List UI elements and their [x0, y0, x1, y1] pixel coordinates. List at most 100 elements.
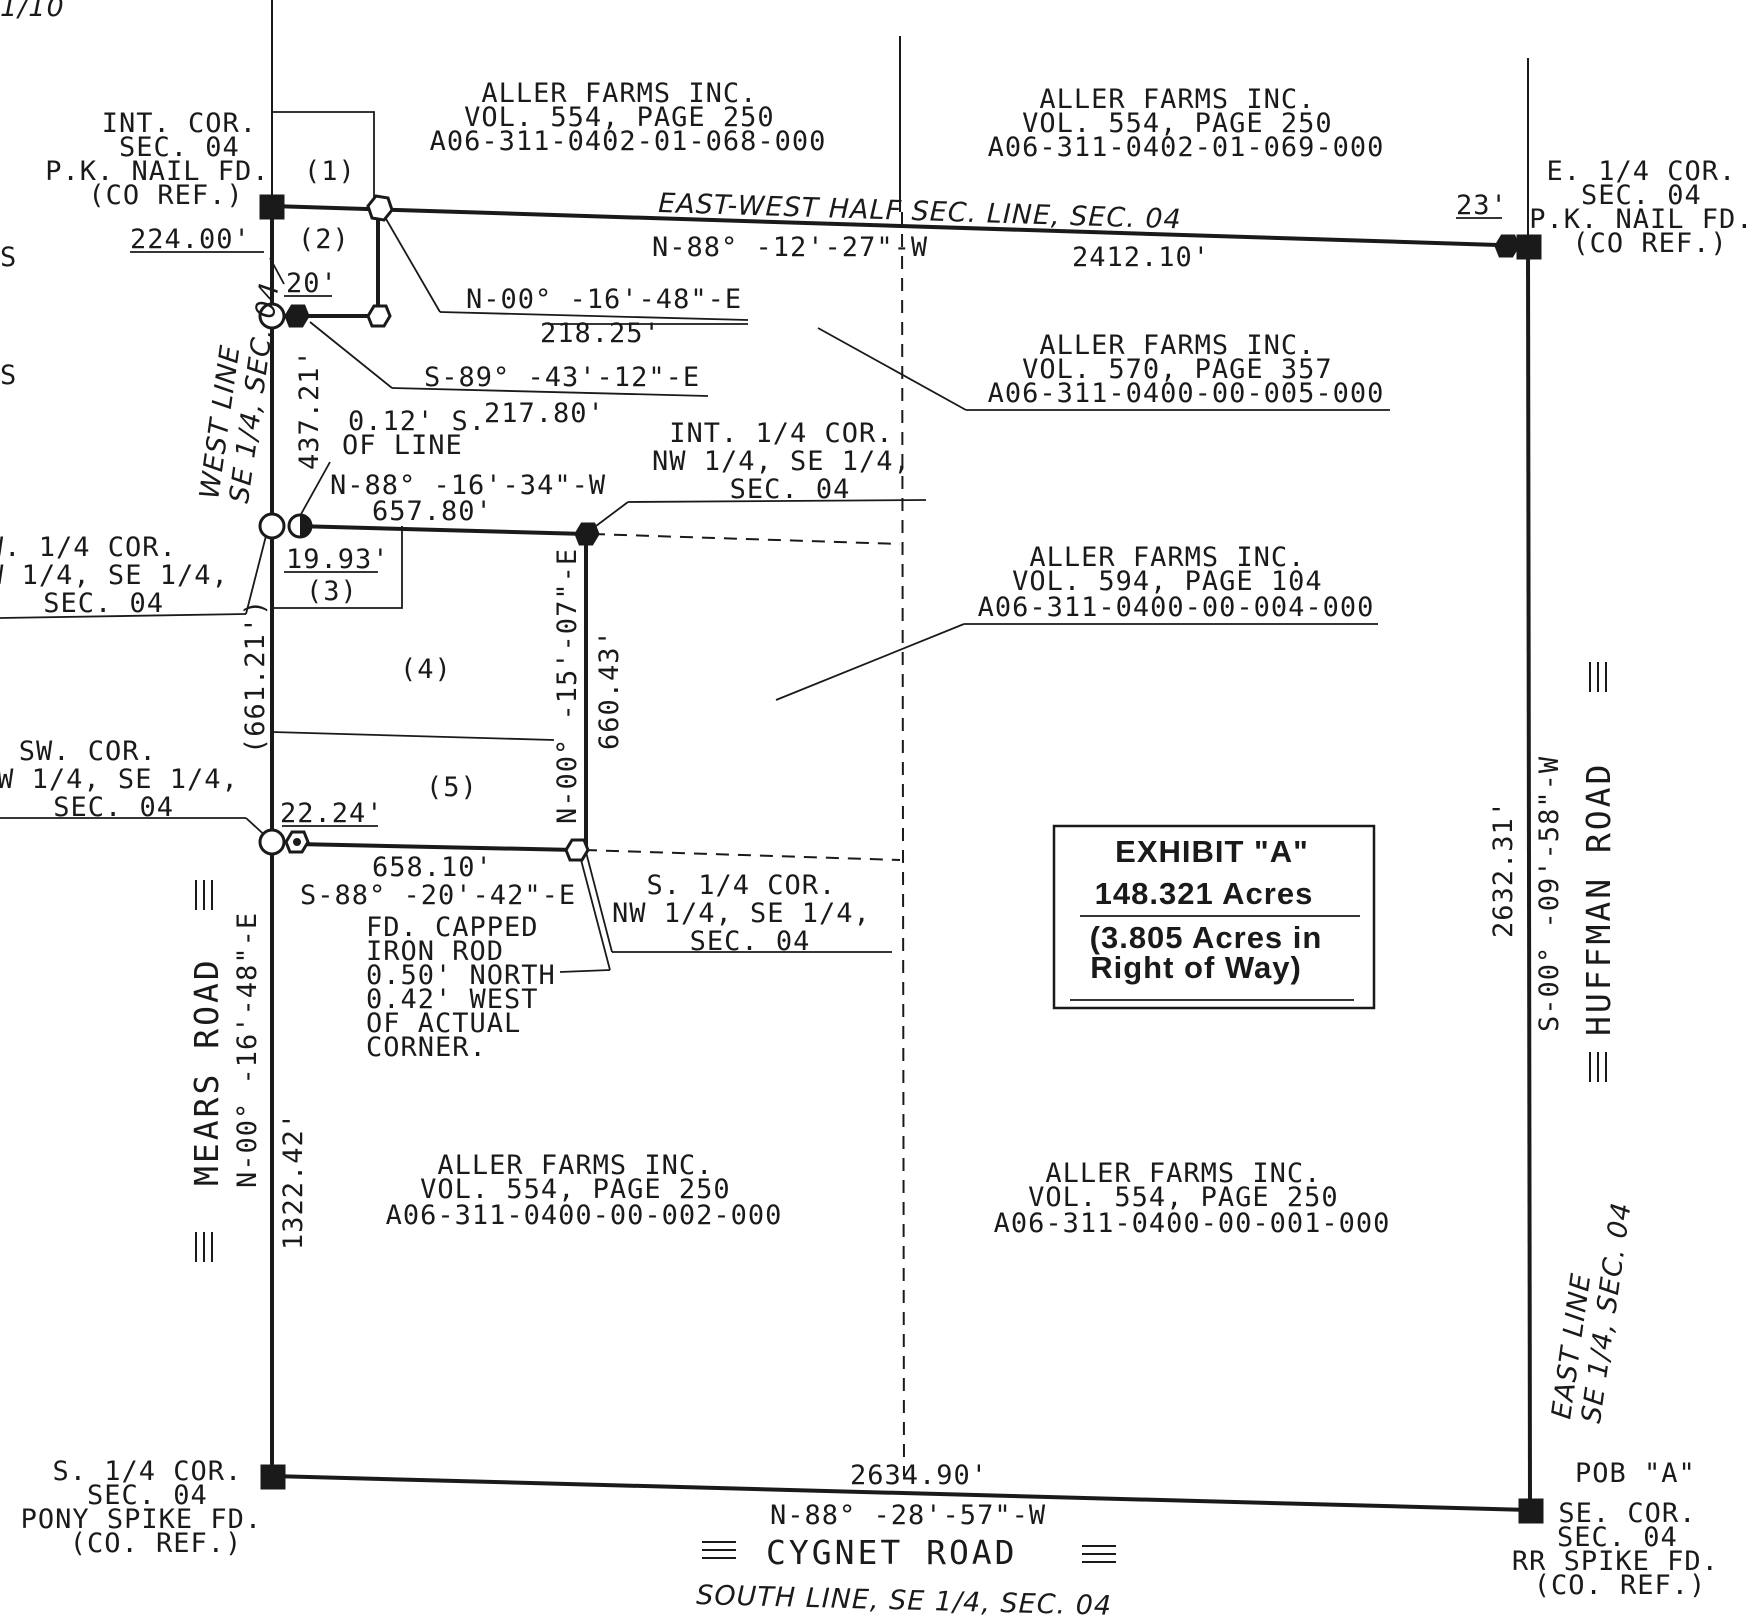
measurements: EAST-WEST HALF SEC. LINE, SEC. 04 N-88° … — [130, 188, 1565, 1531]
exhibit-box: EXHIBIT "A" 148.321 Acres (3.805 Acres i… — [1052, 824, 1376, 1010]
leader — [439, 311, 749, 321]
west-distance: 1322.42' — [278, 1112, 309, 1250]
dist-660-43: 660.43' — [594, 629, 625, 750]
tract-4: (4) — [400, 654, 452, 685]
hex-monument — [366, 304, 392, 328]
tract-numbers: (1) (2) (3) (4) (5) — [298, 156, 478, 803]
east-boundary — [1526, 245, 1532, 1511]
north-boundary — [271, 204, 1531, 248]
leader — [299, 461, 331, 517]
dist-22-24: 22.24' — [280, 798, 384, 829]
dist-224: 224.00' — [130, 224, 251, 255]
e-quarter-cor-label: E. 1/4 COR. SEC. 04 P.K. NAIL FD. (CO RE… — [1529, 156, 1748, 259]
exhibit-row-line1: (3.805 Acres in — [1090, 920, 1323, 955]
corner-labels: INT. COR. SEC. 04 P.K. NAIL FD. (CO REF.… — [0, 108, 1748, 1601]
parcel-068: ALLER FARMS INC. VOL. 554, PAGE 250 A06-… — [430, 78, 827, 157]
open-circle-monument — [258, 828, 286, 856]
leader — [381, 211, 441, 313]
w-quarter-cor-label: W. 1/4 COR. NW 1/4, SE 1/4, SEC. 04 — [0, 532, 246, 619]
tract1-outline — [272, 111, 375, 208]
road-labels: MEARS ROAD HUFFMAN ROAD CYGNET ROAD — [187, 662, 1618, 1572]
hex-monument — [366, 194, 394, 222]
hex-monument — [284, 304, 310, 328]
dist-658-10: 658.10' — [372, 852, 493, 883]
south-bearing: N-88° -28'-57"-W — [770, 1500, 1046, 1531]
svg-text:S: S — [0, 242, 17, 273]
sw-cor-label: SW. COR. NW 1/4, SE 1/4, SEC. 04 — [0, 736, 256, 823]
se-cor-label: POB "A" SE. COR. SEC. 04 RR SPIKE FD. (C… — [1512, 1458, 1736, 1601]
hex-monument — [574, 522, 600, 546]
exhibit-acres: 148.321 Acres — [1095, 876, 1314, 911]
tract-1: (1) — [304, 156, 356, 187]
s-quarter-dashed-line — [583, 849, 901, 861]
square-monument — [259, 194, 285, 220]
parcel-labels: ALLER FARMS INC. VOL. 554, PAGE 250 A06-… — [386, 78, 1391, 1239]
dist-657-80: 657.80' — [372, 496, 493, 527]
leader — [775, 623, 965, 701]
int-cor-label: INT. COR. SEC. 04 P.K. NAIL FD. (CO REF.… — [45, 108, 287, 211]
bearing-s89: S-89° -43'-12"-E — [424, 362, 700, 393]
svg-text:1/10: 1/10 — [0, 0, 65, 23]
dist-218-25: 218.25' — [540, 318, 661, 349]
south-distance: 2634.90' — [850, 1460, 988, 1491]
tract3-outline — [272, 526, 403, 609]
edge-fragments: 1/10 S S — [0, 0, 65, 391]
iron-rod-note: FD. CAPPED IRON ROD 0.50' NORTH 0.42' WE… — [366, 912, 573, 1063]
open-circle-monument — [258, 302, 286, 330]
south-boundary — [271, 1474, 1531, 1512]
nw-se-south-line — [295, 842, 577, 852]
bearing-s88-20: S-88° -20'-42"-E — [300, 880, 576, 911]
open-circle-monument — [258, 512, 286, 540]
dist-661-21: (661.21') — [240, 599, 271, 754]
bearing-n00-15: N-00° -15'-07"-E — [552, 548, 583, 824]
offset-note: 0.12' S. OF LINE — [342, 406, 503, 461]
survey-markers — [258, 194, 1544, 1524]
east-distance: 2632.31' — [1488, 800, 1519, 938]
nw-se-north-line — [295, 524, 587, 536]
leader — [391, 387, 709, 397]
s-quarter-cor-sec-label: S. 1/4 COR. SEC. 04 PONY SPIKE FD. (CO. … — [21, 1456, 280, 1559]
exhibit-row-line2: Right of Way) — [1090, 950, 1302, 985]
parcel-001: ALLER FARMS INC. VOL. 554, PAGE 250 A06-… — [994, 1158, 1391, 1239]
leader — [817, 327, 967, 411]
tract-3: (3) — [306, 576, 358, 607]
leader — [585, 851, 613, 953]
parcel-002: ALLER FARMS INC. VOL. 554, PAGE 250 A06-… — [386, 1150, 783, 1231]
hex-monument — [564, 838, 590, 862]
s-quarter-cor-nw-label: S. 1/4 COR. NW 1/4, SE 1/4, SEC. 04 — [612, 870, 888, 957]
parcel-004: ALLER FARMS INC. VOL. 594, PAGE 104 A06-… — [978, 542, 1375, 623]
west-bearing: N-00° -16'-48"-E — [232, 912, 263, 1188]
bearing-n88-16: N-88° -16'-34"-W — [330, 470, 606, 501]
dist-19-93: 19.93' — [286, 544, 390, 575]
dist-217-80: 217.80' — [484, 398, 605, 429]
dist-20: 20' — [286, 268, 338, 299]
leader — [309, 321, 393, 389]
square-monument — [260, 1464, 286, 1490]
leader — [579, 855, 611, 971]
east-bearing: S-00° -09'-58"-W — [1534, 756, 1565, 1032]
int-cor-dashed-line — [591, 533, 901, 545]
leader — [269, 257, 285, 285]
cygnet-road: CYGNET ROAD — [766, 1533, 1018, 1572]
dist-437-21: 437.21' — [294, 349, 325, 470]
exhibit-title: EXHIBIT "A" — [1115, 834, 1309, 869]
dist-23: 23' — [1456, 190, 1508, 221]
boundary-lines — [0, 0, 1532, 1512]
center-dashed-line — [901, 211, 905, 1477]
square-monument — [1516, 234, 1542, 260]
parcel-005: ALLER FARMS INC. VOL. 570, PAGE 357 A06-… — [988, 330, 1385, 409]
bearing-n00-16-48: N-00° -16'-48"-E — [466, 284, 742, 315]
parcel-069: ALLER FARMS INC. VOL. 554, PAGE 250 A06-… — [988, 84, 1385, 163]
tract-2: (2) — [298, 224, 350, 255]
north-distance: 2412.10' — [1072, 242, 1210, 273]
tract-5: (5) — [426, 772, 478, 803]
leader — [627, 499, 927, 503]
mears-road: MEARS ROAD — [187, 957, 226, 1186]
svg-text:S: S — [0, 360, 17, 391]
tract4-5-divider — [271, 731, 555, 741]
leader — [245, 527, 269, 615]
leader — [559, 969, 611, 973]
north-bearing: N-88° -12'-27"-W — [652, 232, 928, 263]
huffman-road: HUFFMAN ROAD — [1579, 762, 1618, 1036]
